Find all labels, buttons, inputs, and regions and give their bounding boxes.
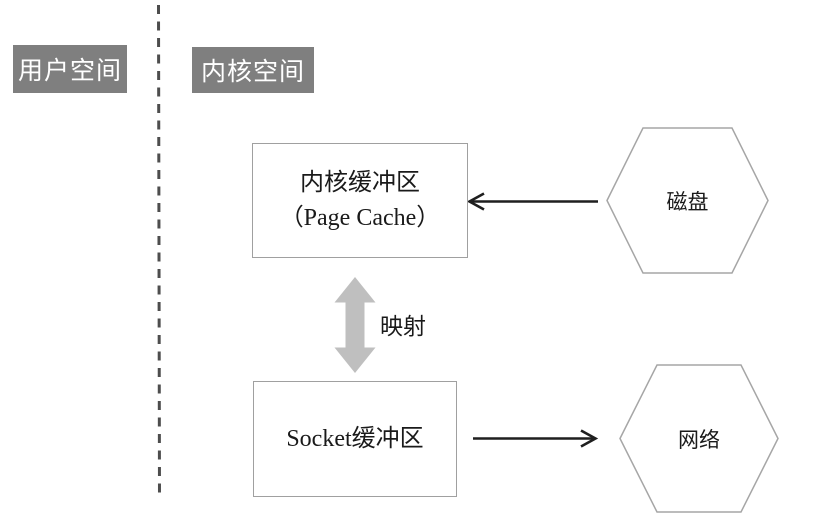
socket-buffer-node: Socket缓冲区 bbox=[253, 381, 457, 497]
socket-buffer-title: Socket缓冲区 bbox=[286, 425, 424, 452]
network-hexagon bbox=[619, 364, 779, 513]
user-kernel-divider-dashed-line bbox=[157, 4, 161, 501]
kernel-space-label-text: 内核空间 bbox=[200, 59, 305, 86]
mapping-label-text: 映射 bbox=[380, 314, 426, 339]
disk-hexagon bbox=[606, 127, 769, 274]
network-title: 网络 bbox=[678, 427, 720, 452]
mapping-double-arrow bbox=[334, 277, 376, 373]
user-space-region-label: 用户空间 bbox=[13, 45, 127, 93]
page-cache-title: 内核缓冲区 bbox=[300, 169, 420, 196]
network-node-label: 网络 bbox=[620, 365, 778, 512]
page-cache-subtitle: （Page Cache） bbox=[279, 204, 441, 231]
disk-title: 磁盘 bbox=[666, 189, 709, 214]
kernel-space-region-label: 内核空间 bbox=[192, 47, 314, 93]
arrow-disk-to-page-cache bbox=[466, 192, 598, 211]
arrow-socket-to-network bbox=[473, 429, 599, 448]
page-cache-node: 内核缓冲区 （Page Cache） bbox=[252, 143, 468, 258]
mapping-edge-label: 映射 bbox=[380, 307, 426, 341]
user-space-label-text: 用户空间 bbox=[17, 58, 122, 85]
disk-node-label: 磁盘 bbox=[607, 128, 768, 273]
